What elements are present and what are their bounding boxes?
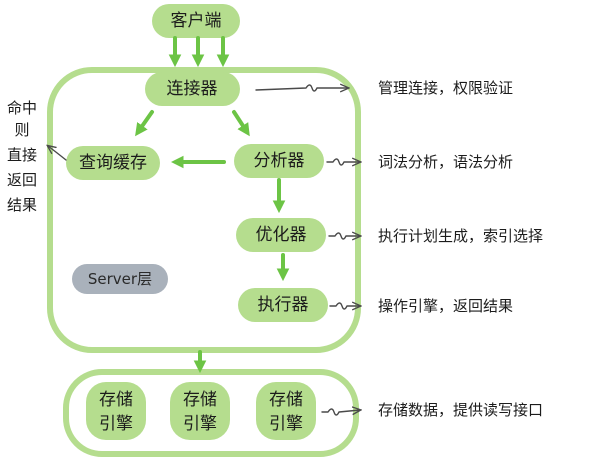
cache-side-note-line: 返回 (7, 171, 37, 189)
executor-node-shape (238, 288, 328, 322)
storage-engine-node: 存储 引擎 (256, 382, 316, 440)
executor-label: 执行器 (258, 295, 309, 315)
storage-engine-node: 存储 引擎 (86, 382, 146, 440)
optimizer-note: 执行计划生成，索引选择 (378, 227, 543, 245)
storage-engine-label-line: 引擎 (269, 414, 303, 434)
storage-engine-node-shape (170, 382, 230, 440)
analyzer-node: 分析器 (234, 144, 324, 178)
connector-note-pointer (255, 85, 348, 91)
executor-node: 执行器 (238, 288, 328, 322)
cache-side-note-line: 命中 (7, 99, 37, 117)
executor-note: 操作引擎，返回结果 (378, 297, 513, 315)
connector-node-shape (145, 72, 240, 106)
cache-side-note-line: 直接 (7, 146, 37, 164)
cache-side-note-line: 则 (14, 121, 29, 139)
cache-side-note-line: 结果 (7, 196, 37, 214)
connector-to-cache-arrow (135, 110, 154, 137)
analyzer-note: 词法分析，语法分析 (378, 153, 513, 171)
storage-engine-label-line: 存储 (269, 390, 303, 410)
client-label: 客户端 (171, 11, 222, 31)
connector-node: 连接器 (145, 72, 240, 106)
cache-side-note-pointer (48, 146, 67, 161)
storage-note: 存储数据，提供读写接口 (378, 401, 543, 419)
analyzer-label: 分析器 (254, 151, 305, 171)
storage-engine-node: 存储 引擎 (170, 382, 230, 440)
server-layer-badge: Server层 (72, 264, 168, 294)
storage-engine-node-shape (256, 382, 316, 440)
storage-note-pointer (321, 409, 360, 416)
query-cache-label: 查询缓存 (79, 153, 147, 173)
client-node-shape (152, 4, 240, 38)
optimizer-node-shape (236, 218, 326, 252)
connector-label: 连接器 (167, 79, 218, 99)
optimizer-node: 优化器 (236, 218, 326, 252)
client-node: 客户端 (152, 4, 240, 38)
storage-engine-label-line: 引擎 (99, 414, 133, 434)
server-layer-frame (47, 67, 361, 353)
storage-engine-label-line: 存储 (183, 390, 217, 410)
analyzer-note-pointer (326, 159, 360, 165)
server-layer-badge-shape (72, 264, 168, 294)
connector-to-analyzer-arrow (232, 110, 250, 137)
connector-note: 管理连接，权限验证 (378, 79, 513, 97)
server-layer-label: Server层 (88, 270, 152, 288)
query-cache-node-shape (66, 146, 160, 180)
storage-engine-label-line: 引擎 (183, 414, 217, 434)
analyzer-node-shape (234, 144, 324, 178)
optimizer-note-pointer (328, 233, 360, 239)
storage-engine-node-shape (86, 382, 146, 440)
optimizer-label: 优化器 (256, 225, 307, 245)
query-cache-node: 查询缓存 (66, 146, 160, 180)
executor-note-pointer (329, 303, 360, 309)
storage-engine-label-line: 存储 (99, 390, 133, 410)
